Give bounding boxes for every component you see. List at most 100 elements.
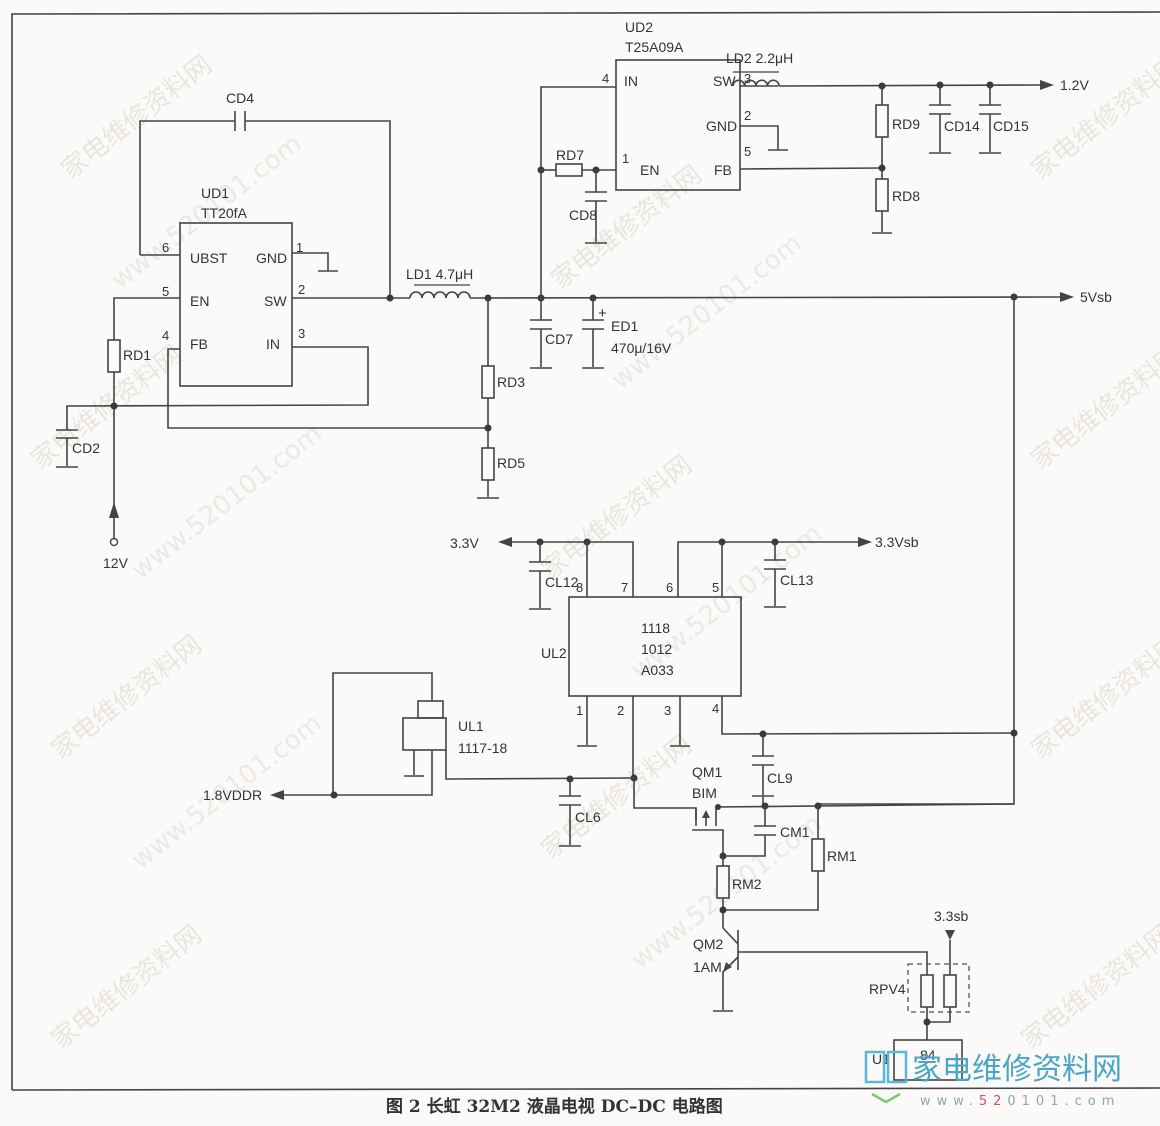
ud1-pin-ubst: UBST bbox=[190, 250, 228, 266]
ud1-pin-in: IN bbox=[266, 336, 280, 352]
ud1-pin-en: EN bbox=[190, 293, 209, 309]
net-5vsb-label: 5Vsb bbox=[1080, 289, 1112, 305]
cd4-label: CD4 bbox=[226, 90, 254, 106]
qm1-arrow-icon bbox=[702, 810, 710, 818]
ul2-pin-num: 7 bbox=[621, 580, 628, 595]
rm1-label: RM1 bbox=[827, 848, 857, 864]
rpv4-resistor-a bbox=[920, 974, 934, 1008]
qm1-part: BIM bbox=[692, 785, 717, 801]
ud1-pin-num: 3 bbox=[298, 326, 305, 341]
wire bbox=[723, 835, 766, 857]
watermark-url: www.520101.com bbox=[626, 519, 828, 686]
rd9-label: RD9 bbox=[892, 116, 920, 132]
ud1-pin-fb: FB bbox=[190, 336, 208, 352]
ld1-inductor bbox=[409, 291, 471, 299]
ed1-value: 470μ/16V bbox=[611, 340, 672, 356]
site-logo: 家电维修资料网 www.520101.com bbox=[864, 1050, 1122, 1109]
ud2-pin-fb: FB bbox=[714, 162, 732, 178]
junction bbox=[878, 164, 886, 172]
qm2-collector bbox=[722, 927, 739, 945]
ud1-pin-gnd: GND bbox=[256, 250, 287, 266]
logo-url-highlight: 52 bbox=[979, 1094, 1008, 1109]
wire-5vsb-bus bbox=[469, 296, 1061, 299]
ul2-text-2: 1012 bbox=[641, 641, 672, 657]
watermark-cn: 家电维修资料网 bbox=[46, 920, 208, 1056]
wire bbox=[723, 871, 819, 911]
net-3v3sb-small-label: 3.3sb bbox=[934, 908, 968, 924]
ud2-ref: UD2 bbox=[625, 19, 653, 35]
logo-text: 家电维修资料网 bbox=[912, 1052, 1122, 1087]
cl12-label: CL12 bbox=[545, 574, 579, 590]
output-arrow-icon bbox=[498, 537, 512, 547]
watermark-url: www.520101.com bbox=[126, 419, 328, 586]
wire bbox=[677, 541, 858, 597]
watermark-url: www.520101.com bbox=[606, 229, 808, 396]
rpv4-resistor-b bbox=[943, 974, 957, 1008]
ud1-pin-num: 6 bbox=[162, 240, 169, 255]
output-arrow-icon bbox=[270, 790, 284, 800]
logo-url-rest: 0101.com bbox=[1007, 1094, 1120, 1109]
ed1-polarity: + bbox=[598, 305, 607, 322]
rd1-resistor bbox=[107, 339, 121, 373]
ud1-section: CD4 UD1 TT20fA UBST GND EN SW FB IN 6 1 … bbox=[56, 90, 488, 571]
ul2-pin-num: 2 bbox=[617, 703, 624, 718]
ud2-pin-num: 4 bbox=[602, 71, 609, 86]
rpv4-package bbox=[907, 963, 970, 1013]
ul2-text-3: A033 bbox=[641, 662, 674, 678]
output-arrow-icon bbox=[858, 537, 872, 547]
watermark-cn: 家电维修资料网 bbox=[1026, 630, 1160, 766]
wire bbox=[512, 541, 634, 597]
qm1-ref: QM1 bbox=[692, 764, 723, 780]
ul2-pin-num: 8 bbox=[576, 580, 583, 595]
figure-caption: 图 2 长虹 32M2 液晶电视 DC–DC 电路图 bbox=[386, 1096, 723, 1117]
watermark-cn: 家电维修资料网 bbox=[536, 450, 698, 586]
wire bbox=[113, 297, 180, 340]
ud2-pin-en: EN bbox=[640, 162, 659, 178]
net-3v3sb-label: 3.3Vsb bbox=[875, 534, 919, 550]
ld2-label: LD2 2.2μH bbox=[726, 50, 793, 66]
wire bbox=[720, 829, 724, 856]
net-1v8ddr-label: 1.8VDDR bbox=[203, 787, 262, 803]
logo-url: www.520101.com bbox=[920, 1094, 1120, 1109]
rd5-label: RD5 bbox=[497, 455, 525, 471]
rd5-resistor bbox=[481, 447, 495, 481]
ul2-pin-num: 4 bbox=[712, 701, 719, 716]
u1-ref: U1 bbox=[872, 1051, 890, 1067]
rd3-resistor bbox=[481, 365, 495, 399]
ud2-pin-num: 3 bbox=[744, 71, 751, 86]
ud1-pin-num: 2 bbox=[298, 282, 305, 297]
cl6-label: CL6 bbox=[575, 809, 601, 825]
u1-pin: 84 bbox=[920, 1047, 936, 1063]
input-arrow-icon bbox=[945, 930, 955, 940]
cl9-label: CL9 bbox=[767, 770, 793, 786]
junction bbox=[330, 791, 338, 799]
ud2-pin-sw: SW bbox=[713, 73, 736, 89]
output-arrow-icon bbox=[1060, 292, 1074, 302]
wire bbox=[739, 167, 883, 170]
wire-1v2 bbox=[778, 84, 1041, 87]
ul2-text-1: 1118 bbox=[641, 620, 670, 636]
wire bbox=[540, 86, 616, 298]
junction bbox=[715, 804, 721, 810]
watermark-cn: 家电维修资料网 bbox=[536, 730, 698, 866]
ud2-ic bbox=[615, 59, 741, 191]
cd14-label: CD14 bbox=[944, 118, 980, 134]
rd8-resistor bbox=[875, 178, 889, 212]
ul1-part: 1117-18 bbox=[458, 740, 508, 756]
watermark-cn: 家电维修资料网 bbox=[546, 160, 708, 296]
cd7-label: CD7 bbox=[545, 331, 573, 347]
ul1-ref: UL1 bbox=[458, 718, 484, 734]
logo-url-prefix: www. bbox=[920, 1094, 979, 1109]
ul2-pin-num: 3 bbox=[664, 703, 671, 718]
ud1-part: TT20fA bbox=[201, 205, 248, 221]
cd2-label: CD2 bbox=[72, 440, 100, 456]
qm2-arrow-icon bbox=[723, 962, 732, 972]
wire bbox=[280, 750, 433, 796]
wire bbox=[738, 951, 928, 975]
junction bbox=[1010, 729, 1018, 737]
qm2-part: 1AM bbox=[693, 959, 722, 975]
frame bbox=[11, 11, 1160, 1090]
ud1-pin-sw: SW bbox=[264, 293, 287, 309]
frame-bottom bbox=[11, 1087, 1160, 1091]
